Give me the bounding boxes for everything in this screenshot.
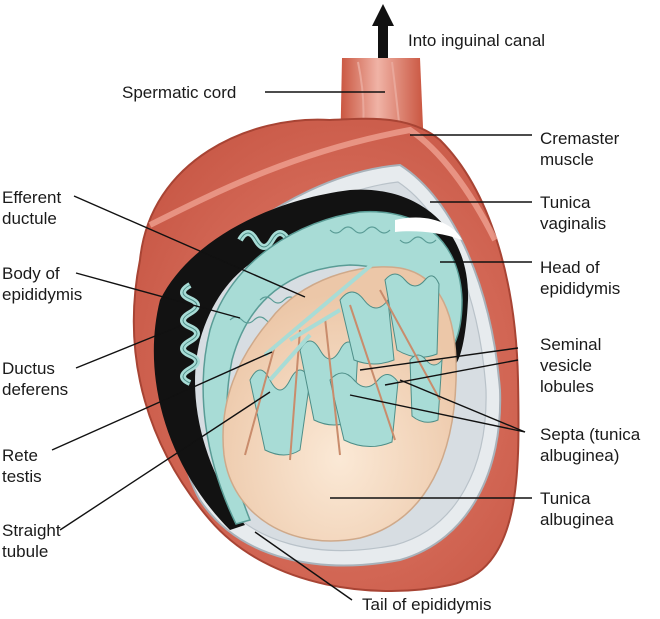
septa <box>244 289 441 461</box>
cavity <box>153 189 469 530</box>
rete-testis <box>263 260 377 382</box>
seminal-vesicle-lobules <box>249 273 443 456</box>
label-inguinal-canal: Into inguinal canal <box>408 31 546 50</box>
label-spermatic-cord: Spermatic cord <box>122 83 237 102</box>
arrow-up-icon <box>372 4 394 58</box>
label-tail-of-epididymis: Tail of epididymis <box>362 595 492 614</box>
